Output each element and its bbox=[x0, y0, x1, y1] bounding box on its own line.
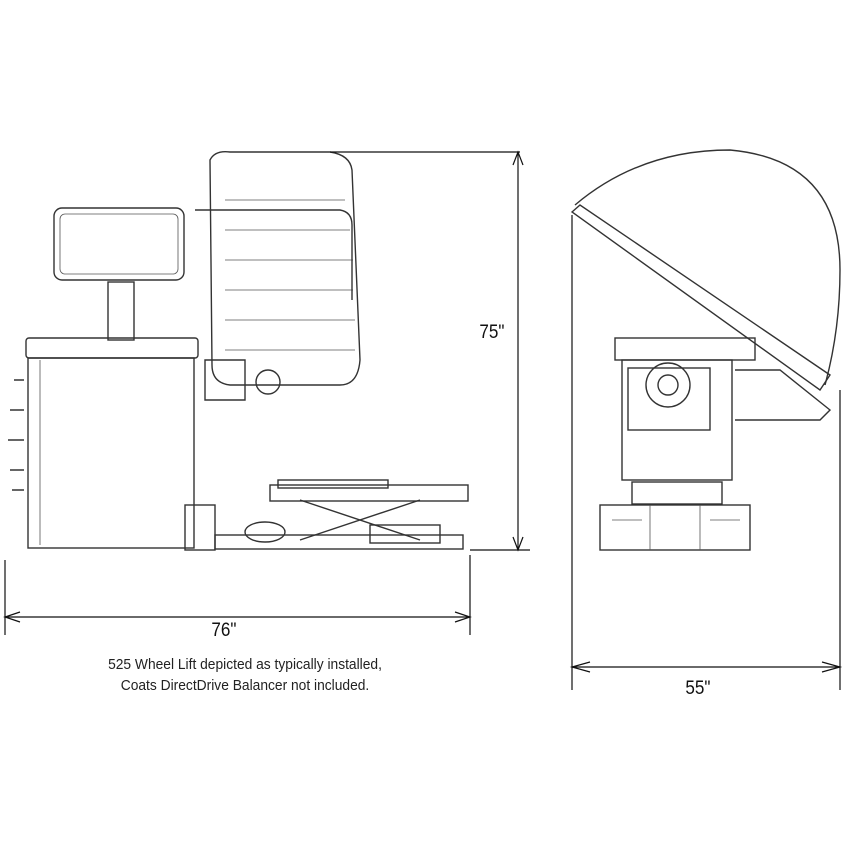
caption-line-1: 525 Wheel Lift depicted as typically ins… bbox=[108, 656, 382, 673]
height-dimension-label: 75" bbox=[479, 322, 505, 343]
dimension-lines bbox=[3, 150, 843, 690]
side-view-balancer bbox=[8, 207, 199, 549]
caption: 525 Wheel Lift depicted as typically ins… bbox=[75, 654, 415, 696]
front-width-dimension-label: 55" bbox=[685, 678, 711, 699]
side-view-tire bbox=[195, 150, 361, 401]
front-view bbox=[570, 149, 841, 551]
caption-line-2: Coats DirectDrive Balancer not included. bbox=[120, 677, 370, 694]
side-width-dimension-label: 76" bbox=[211, 620, 237, 641]
side-view-lift bbox=[184, 479, 469, 551]
